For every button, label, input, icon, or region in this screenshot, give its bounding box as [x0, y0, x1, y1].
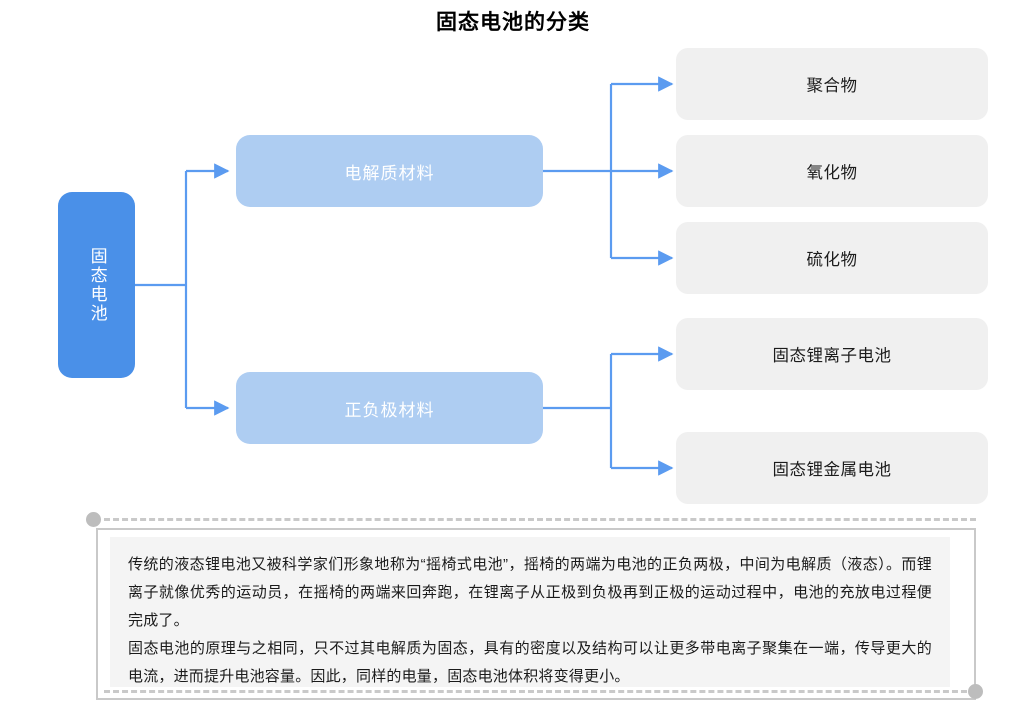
node-branch-electrolyte-material[interactable]: 电解质材料	[236, 135, 543, 207]
note-dot-bottom-right	[968, 684, 983, 699]
node-branch-electrode-material[interactable]: 正负极材料	[236, 372, 543, 444]
note-paragraph-1: 传统的液态锂电池又被科学家们形象地称为“摇椅式电池”，摇椅的两端为电池的正负两极…	[128, 556, 932, 629]
note-paragraph-2: 固态电池的原理与之相同，只不过其电解质为固态，具有的密度以及结构可以让更多带电离…	[128, 640, 932, 685]
node-root[interactable]: 固态电池	[58, 192, 135, 378]
note-dot-top-left	[86, 512, 101, 527]
node-leaf-oxide[interactable]: 氧化物	[676, 135, 988, 207]
node-leaf-polymer[interactable]: 聚合物	[676, 48, 988, 120]
page-title: 固态电池的分类	[436, 11, 590, 34]
note-panel: 传统的液态锂电池又被科学家们形象地称为“摇椅式电池”，摇椅的两端为电池的正负两极…	[110, 537, 950, 687]
note-dashed-line-bottom	[104, 690, 976, 693]
node-leaf-sulfide[interactable]: 硫化物	[676, 222, 988, 294]
node-leaf-solid-state-lithium-ion-battery[interactable]: 固态锂离子电池	[676, 318, 988, 390]
note-dashed-line-top	[104, 518, 976, 521]
node-leaf-solid-state-lithium-metal-battery[interactable]: 固态锂金属电池	[676, 432, 988, 504]
note-frame-border	[96, 528, 976, 700]
